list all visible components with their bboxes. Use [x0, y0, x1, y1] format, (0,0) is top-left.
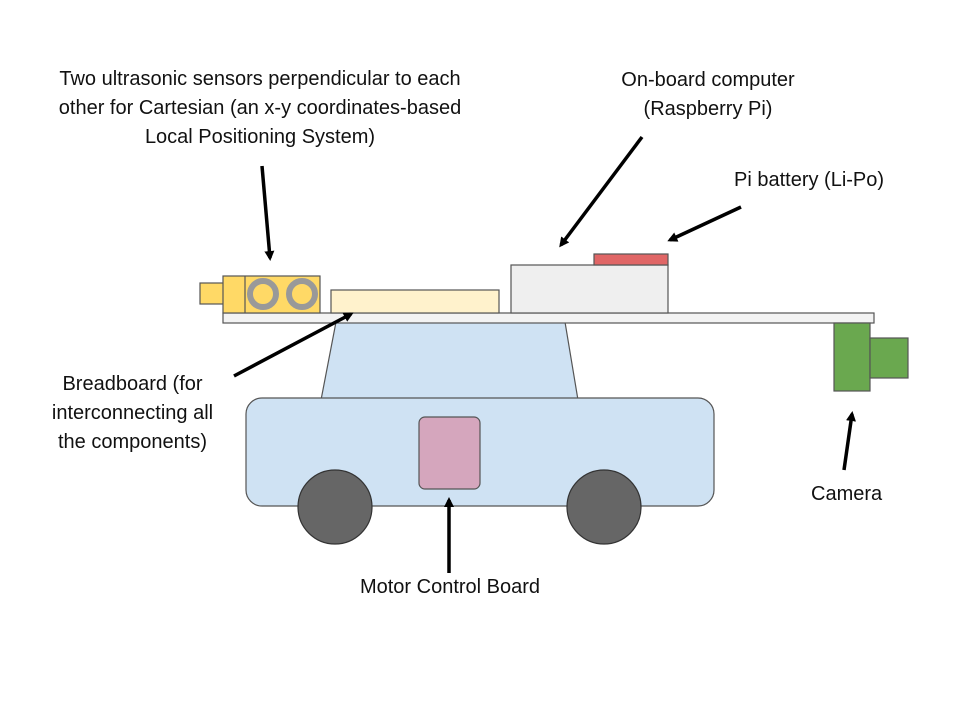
rear-wheel	[297, 469, 373, 545]
ultrasonic-sensor-1	[247, 278, 279, 310]
pi-battery	[593, 253, 669, 266]
front-wheel	[566, 469, 642, 545]
label-line: other for Cartesian (an x-y coordinates-…	[58, 97, 462, 119]
arrow-computer	[559, 135, 644, 248]
label-line: Local Positioning System)	[144, 126, 376, 148]
label-line: On-board computer	[621, 69, 795, 91]
motor-control-board	[418, 416, 481, 490]
arrow-camera	[842, 411, 856, 471]
top-platform	[222, 312, 875, 324]
label-line: Motor Control Board	[359, 576, 541, 598]
sensor-side-block	[199, 282, 225, 305]
label-line: Breadboard (for	[62, 373, 203, 395]
label-line: Camera	[811, 483, 883, 505]
label-on-board-computer: On-board computer (Raspberry Pi)	[588, 66, 828, 124]
label-line: interconnecting all	[51, 402, 214, 424]
label-line: Two ultrasonic sensors perpendicular to …	[59, 68, 461, 90]
arrow-breadboard	[233, 312, 354, 378]
label-pi-battery: Pi battery (Li-Po)	[734, 166, 884, 195]
camera-lens	[869, 337, 909, 379]
label-line: the components)	[58, 431, 207, 453]
label-camera: Camera	[811, 480, 882, 509]
label-motor-control-board: Motor Control Board	[320, 573, 580, 602]
breadboard	[330, 289, 500, 314]
car-cabin	[320, 321, 579, 401]
ultrasonic-sensor-2	[286, 278, 318, 310]
raspberry-pi-computer	[510, 264, 669, 314]
label-line: Pi battery (Li-Po)	[734, 169, 885, 191]
label-ultrasonic-sensors: Two ultrasonic sensors perpendicular to …	[10, 65, 510, 152]
label-breadboard: Breadboard (for interconnecting all the …	[35, 370, 230, 457]
arrow-sensors	[260, 165, 275, 261]
arrow-battery	[667, 205, 742, 242]
label-line: (Raspberry Pi)	[643, 98, 773, 120]
camera-body	[833, 322, 871, 392]
